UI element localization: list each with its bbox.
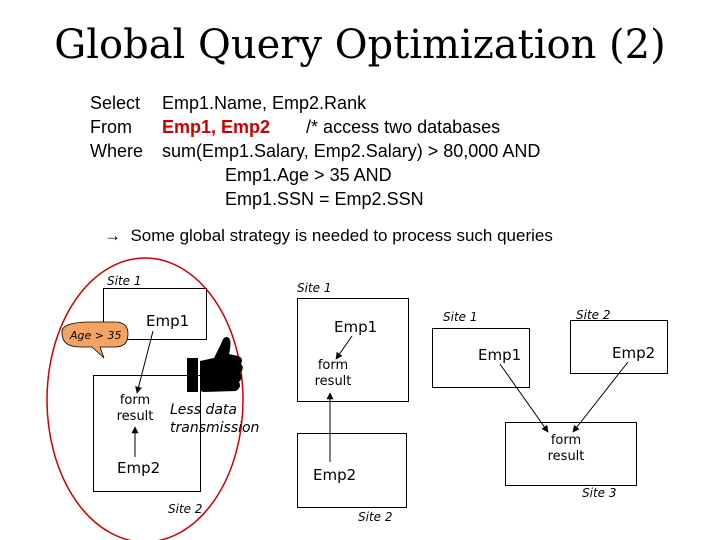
left-site2-box xyxy=(93,375,201,492)
from-keyword: From xyxy=(90,117,132,137)
right-arrow-emp2-to-form xyxy=(572,361,629,433)
page-title: Global Query Optimization (2) xyxy=(54,22,666,68)
left-site2-label: Site 2 xyxy=(168,502,203,516)
left-site1-label: Site 1 xyxy=(107,274,142,288)
left-emp1-label: Emp1 xyxy=(146,312,190,330)
query-where-line: Where sum(Emp1.Salary, Emp2.Salary) > 80,… xyxy=(90,141,540,162)
right-site3-box xyxy=(505,422,637,486)
left-arrow-emp1-to-form xyxy=(135,330,154,394)
middle-result-text: result xyxy=(314,374,352,389)
right-site2-label: Site 2 xyxy=(576,308,611,322)
left-emp2-label: Emp2 xyxy=(117,459,161,477)
right-site1-box xyxy=(432,328,530,388)
left-form-text: form xyxy=(119,393,151,408)
less-data-line2: transmission xyxy=(170,420,260,436)
right-site3-label: Site 3 xyxy=(582,486,617,500)
right-arrow-emp1-to-form xyxy=(499,363,549,433)
middle-emp1-label: Emp1 xyxy=(334,318,378,336)
middle-site1-box xyxy=(297,298,409,402)
middle-form-result: form result xyxy=(308,358,358,390)
middle-form-text: form xyxy=(317,358,349,373)
query-from-line: From Emp1, Emp2 /* access two databases xyxy=(90,117,500,138)
middle-site2-label: Site 2 xyxy=(358,510,393,524)
thumbs-up-icon xyxy=(187,336,243,392)
where-line-3: Emp1.SSN = Emp2.SSN xyxy=(225,189,424,209)
age-callout-text: Age > 35 xyxy=(69,329,121,342)
left-result-text: result xyxy=(116,409,154,424)
strategy-text: Some global strategy is needed to proces… xyxy=(130,226,553,245)
arrow-bullet-icon: → xyxy=(104,226,121,245)
where-keyword: Where xyxy=(90,141,144,161)
right-form-result: form result xyxy=(541,433,591,465)
query-select-line: Select Emp1.Name, Emp2.Rank xyxy=(90,93,366,114)
age-callout-bubble xyxy=(61,321,129,359)
right-form-text: form xyxy=(550,433,582,448)
middle-site1-label: Site 1 xyxy=(297,281,332,295)
middle-site2-box xyxy=(297,433,407,508)
where-line-1: sum(Emp1.Salary, Emp2.Salary) > 80,000 A… xyxy=(162,141,541,161)
middle-arrow-emp1-to-form xyxy=(335,335,353,360)
left-site1-box xyxy=(103,288,207,340)
from-value: Emp1, Emp2 xyxy=(162,117,271,137)
left-form-result: form result xyxy=(110,393,160,425)
from-comment: /* access two databases xyxy=(306,117,501,137)
select-keyword: Select xyxy=(90,93,141,113)
where-line-2: Emp1.Age > 35 AND xyxy=(225,165,392,185)
less-data-line1: Less data xyxy=(170,402,237,418)
right-emp2-label: Emp2 xyxy=(612,344,656,362)
select-value: Emp1.Name, Emp2.Rank xyxy=(162,93,367,113)
strategy-note: → Some global strategy is needed to proc… xyxy=(104,226,553,246)
right-result-text: result xyxy=(547,449,585,464)
highlight-ellipse xyxy=(46,257,244,540)
right-emp1-label: Emp1 xyxy=(478,346,522,364)
less-data-note: Less data transmission xyxy=(170,401,259,437)
right-site1-label: Site 1 xyxy=(443,310,478,324)
middle-emp2-label: Emp2 xyxy=(313,466,357,484)
